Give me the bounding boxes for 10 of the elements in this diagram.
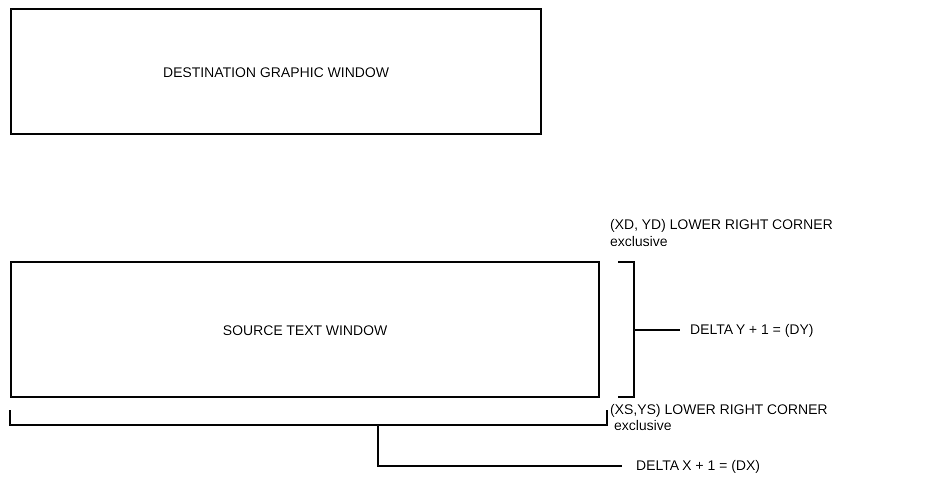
dimension-label: DELTA Y + 1 = (DY) [690, 321, 814, 337]
window-title: SOURCE TEXT WINDOW [222, 322, 388, 338]
dimension-label: DELTA X + 1 = (DX) [636, 457, 760, 473]
window-box [10, 8, 542, 135]
corner-label: (XS,YS) LOWER RIGHT CORNER [610, 401, 828, 417]
corner-label: (XD, YD) LOWER RIGHT CORNER [610, 216, 833, 232]
window-box [10, 261, 600, 398]
window-title: DESTINATION GRAPHIC WINDOW [162, 64, 390, 80]
note-text: exclusive [614, 417, 672, 433]
note-text: exclusive [610, 233, 668, 249]
